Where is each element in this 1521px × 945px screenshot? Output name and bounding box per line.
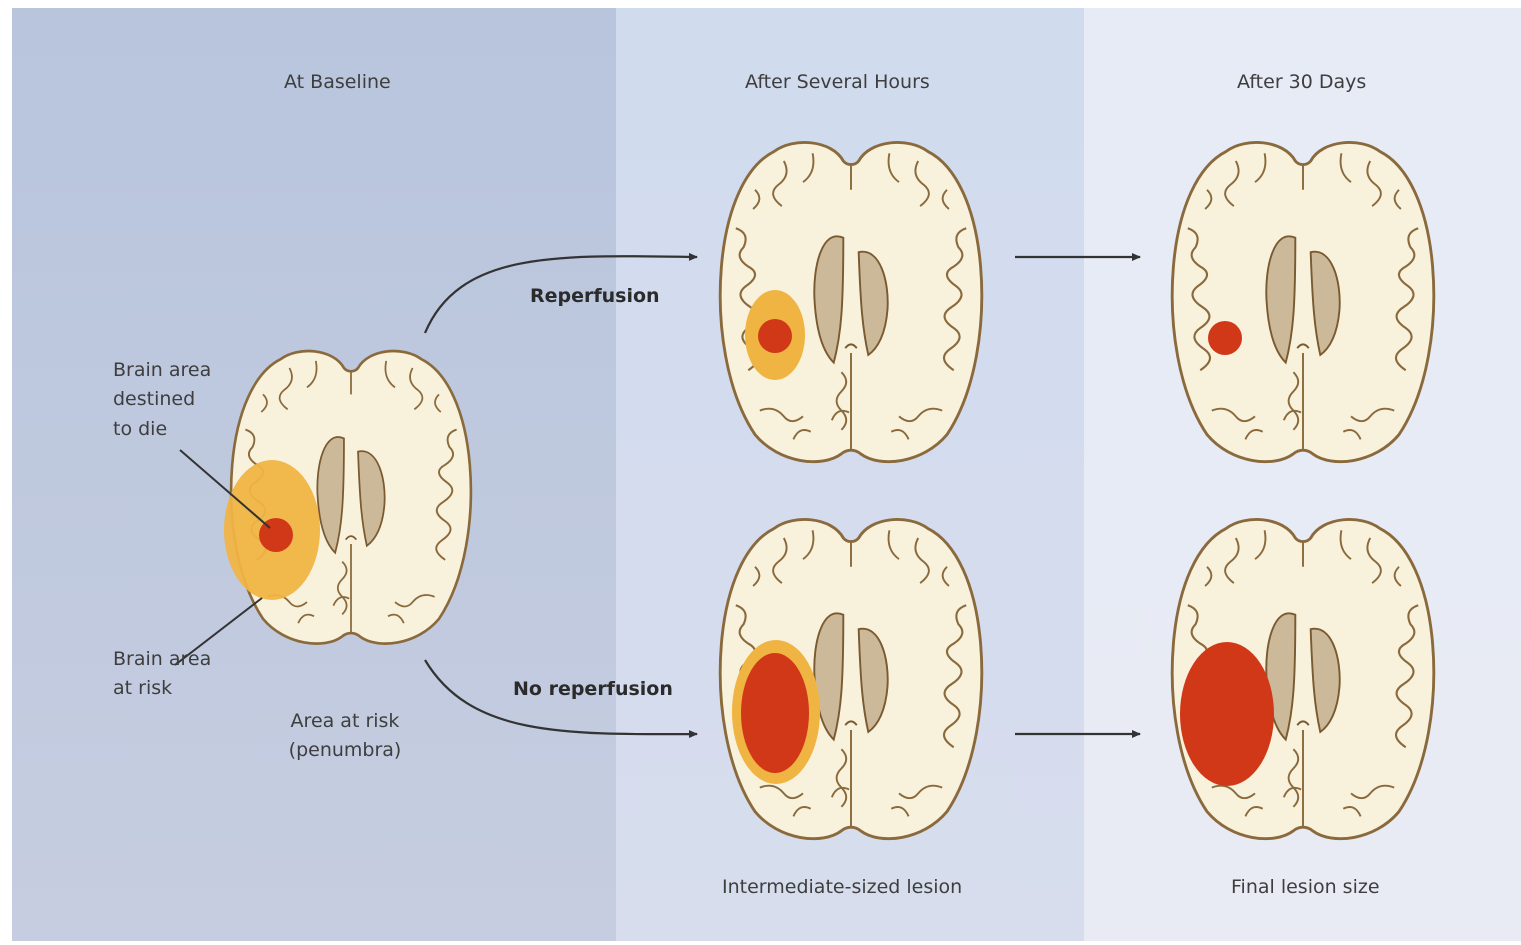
label-no-reperfusion: No reperfusion [513, 675, 673, 704]
label-penumbra: Area at risk (penumbra) [270, 707, 420, 766]
caption-final-lesion: Final lesion size [1231, 873, 1380, 902]
lesion-30d-top [1208, 321, 1242, 355]
label-reperfusion: Reperfusion [530, 282, 660, 311]
brain-30d-reperfusion [1172, 142, 1434, 461]
label-area-at-risk: Brain area at risk [113, 645, 211, 704]
label-destined-to-die: Brain area destined to die [113, 356, 211, 444]
core-hours-bottom [741, 653, 809, 773]
caption-intermediate-lesion: Intermediate-sized lesion [722, 873, 962, 902]
title-several-hours: After Several Hours [745, 68, 930, 97]
title-30-days: After 30 Days [1237, 68, 1366, 97]
title-baseline: At Baseline [284, 68, 391, 97]
lesion-30d-bottom [1180, 642, 1274, 786]
core-hours-top [758, 319, 792, 353]
